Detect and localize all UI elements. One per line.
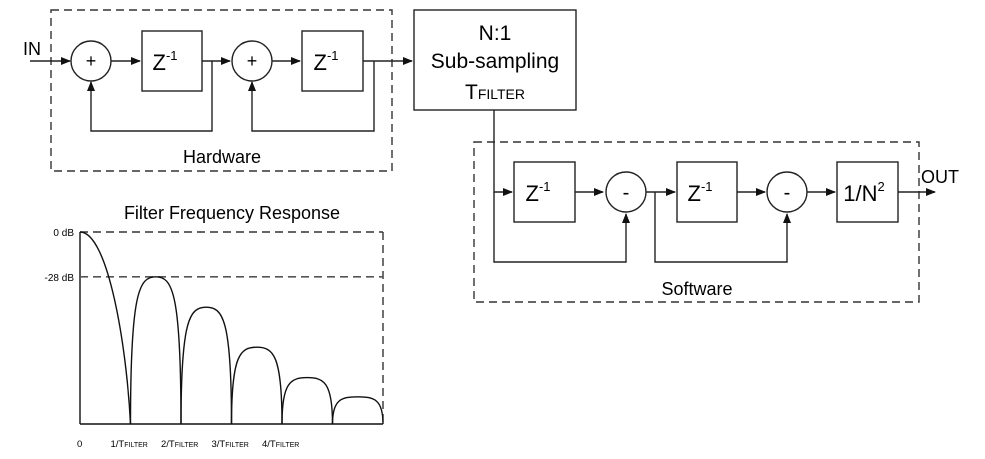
wire-from-subsampler [493,110,513,196]
hardware-group-label: Hardware [183,147,261,167]
x-tick-label: 1/TFILTER [111,439,148,450]
response-lobe [129,276,182,425]
hw-adder-2: + [231,40,273,82]
response-lobe [281,376,334,425]
response-lobe [180,306,233,425]
hw-delay-2: Z-1 [301,30,364,92]
x-tick-label: 4/TFILTER [262,439,299,450]
subsampler-period: TFILTER [465,81,525,104]
hw-feedback-2 [248,61,375,132]
scaler-label: 1/N2 [843,179,884,206]
software-group-label: Software [661,279,732,299]
delay-block [141,30,203,92]
chart-title: Filter Frequency Response [124,203,340,223]
frequency-response-chart: 0 dB -28 dB 0 1/TFILTER 2/TFILTER 3/TFILTER 4/… [45,228,384,450]
x-tick-label: 3/TFILTER [212,439,249,450]
delay-block [676,161,738,223]
delay-label: Z-1 [152,48,177,75]
delay-label: Z-1 [313,48,338,75]
adder-operator: + [247,51,258,71]
hw-feedback-1 [87,61,213,132]
response-lobe [230,346,283,425]
sw-feedforward-1 [493,192,630,263]
subtractor-operator: - [623,182,630,204]
hw-adder-1: + [70,40,112,82]
x-tick-label: 2/TFILTER [161,439,198,450]
software-group-boundary [473,141,920,303]
sw-subtractor-1: - [605,171,647,213]
subsampler-block: N:1 Sub-sampling TFILTER [413,9,577,111]
delay-label: Z-1 [687,179,712,206]
adder-operator: + [86,51,97,71]
hw-delay-1: Z-1 [141,30,203,92]
sw-delay-2: Z-1 [676,161,738,223]
scaler-block: 1/N2 [836,161,899,223]
subtractor-operator: - [784,182,791,204]
x-tick-label: 0 [77,439,82,450]
subsampler-ratio: N:1 [479,22,512,45]
subsampler-title: Sub-sampling [431,50,559,73]
y-tick-label: 0 dB [53,228,74,239]
subsampler-box [413,9,577,111]
sw-subtractor-2: - [766,171,808,213]
input-label: IN [23,39,41,59]
hardware-group-boundary [50,9,393,172]
delay-block [513,161,576,223]
delay-label: Z-1 [525,179,550,206]
response-lobe [331,396,384,425]
sw-feedforward-2 [654,192,791,263]
output-label: OUT [921,167,959,187]
y-tick-label: -28 dB [45,273,75,284]
sw-delay-1: Z-1 [513,161,576,223]
response-lobe [79,231,132,425]
